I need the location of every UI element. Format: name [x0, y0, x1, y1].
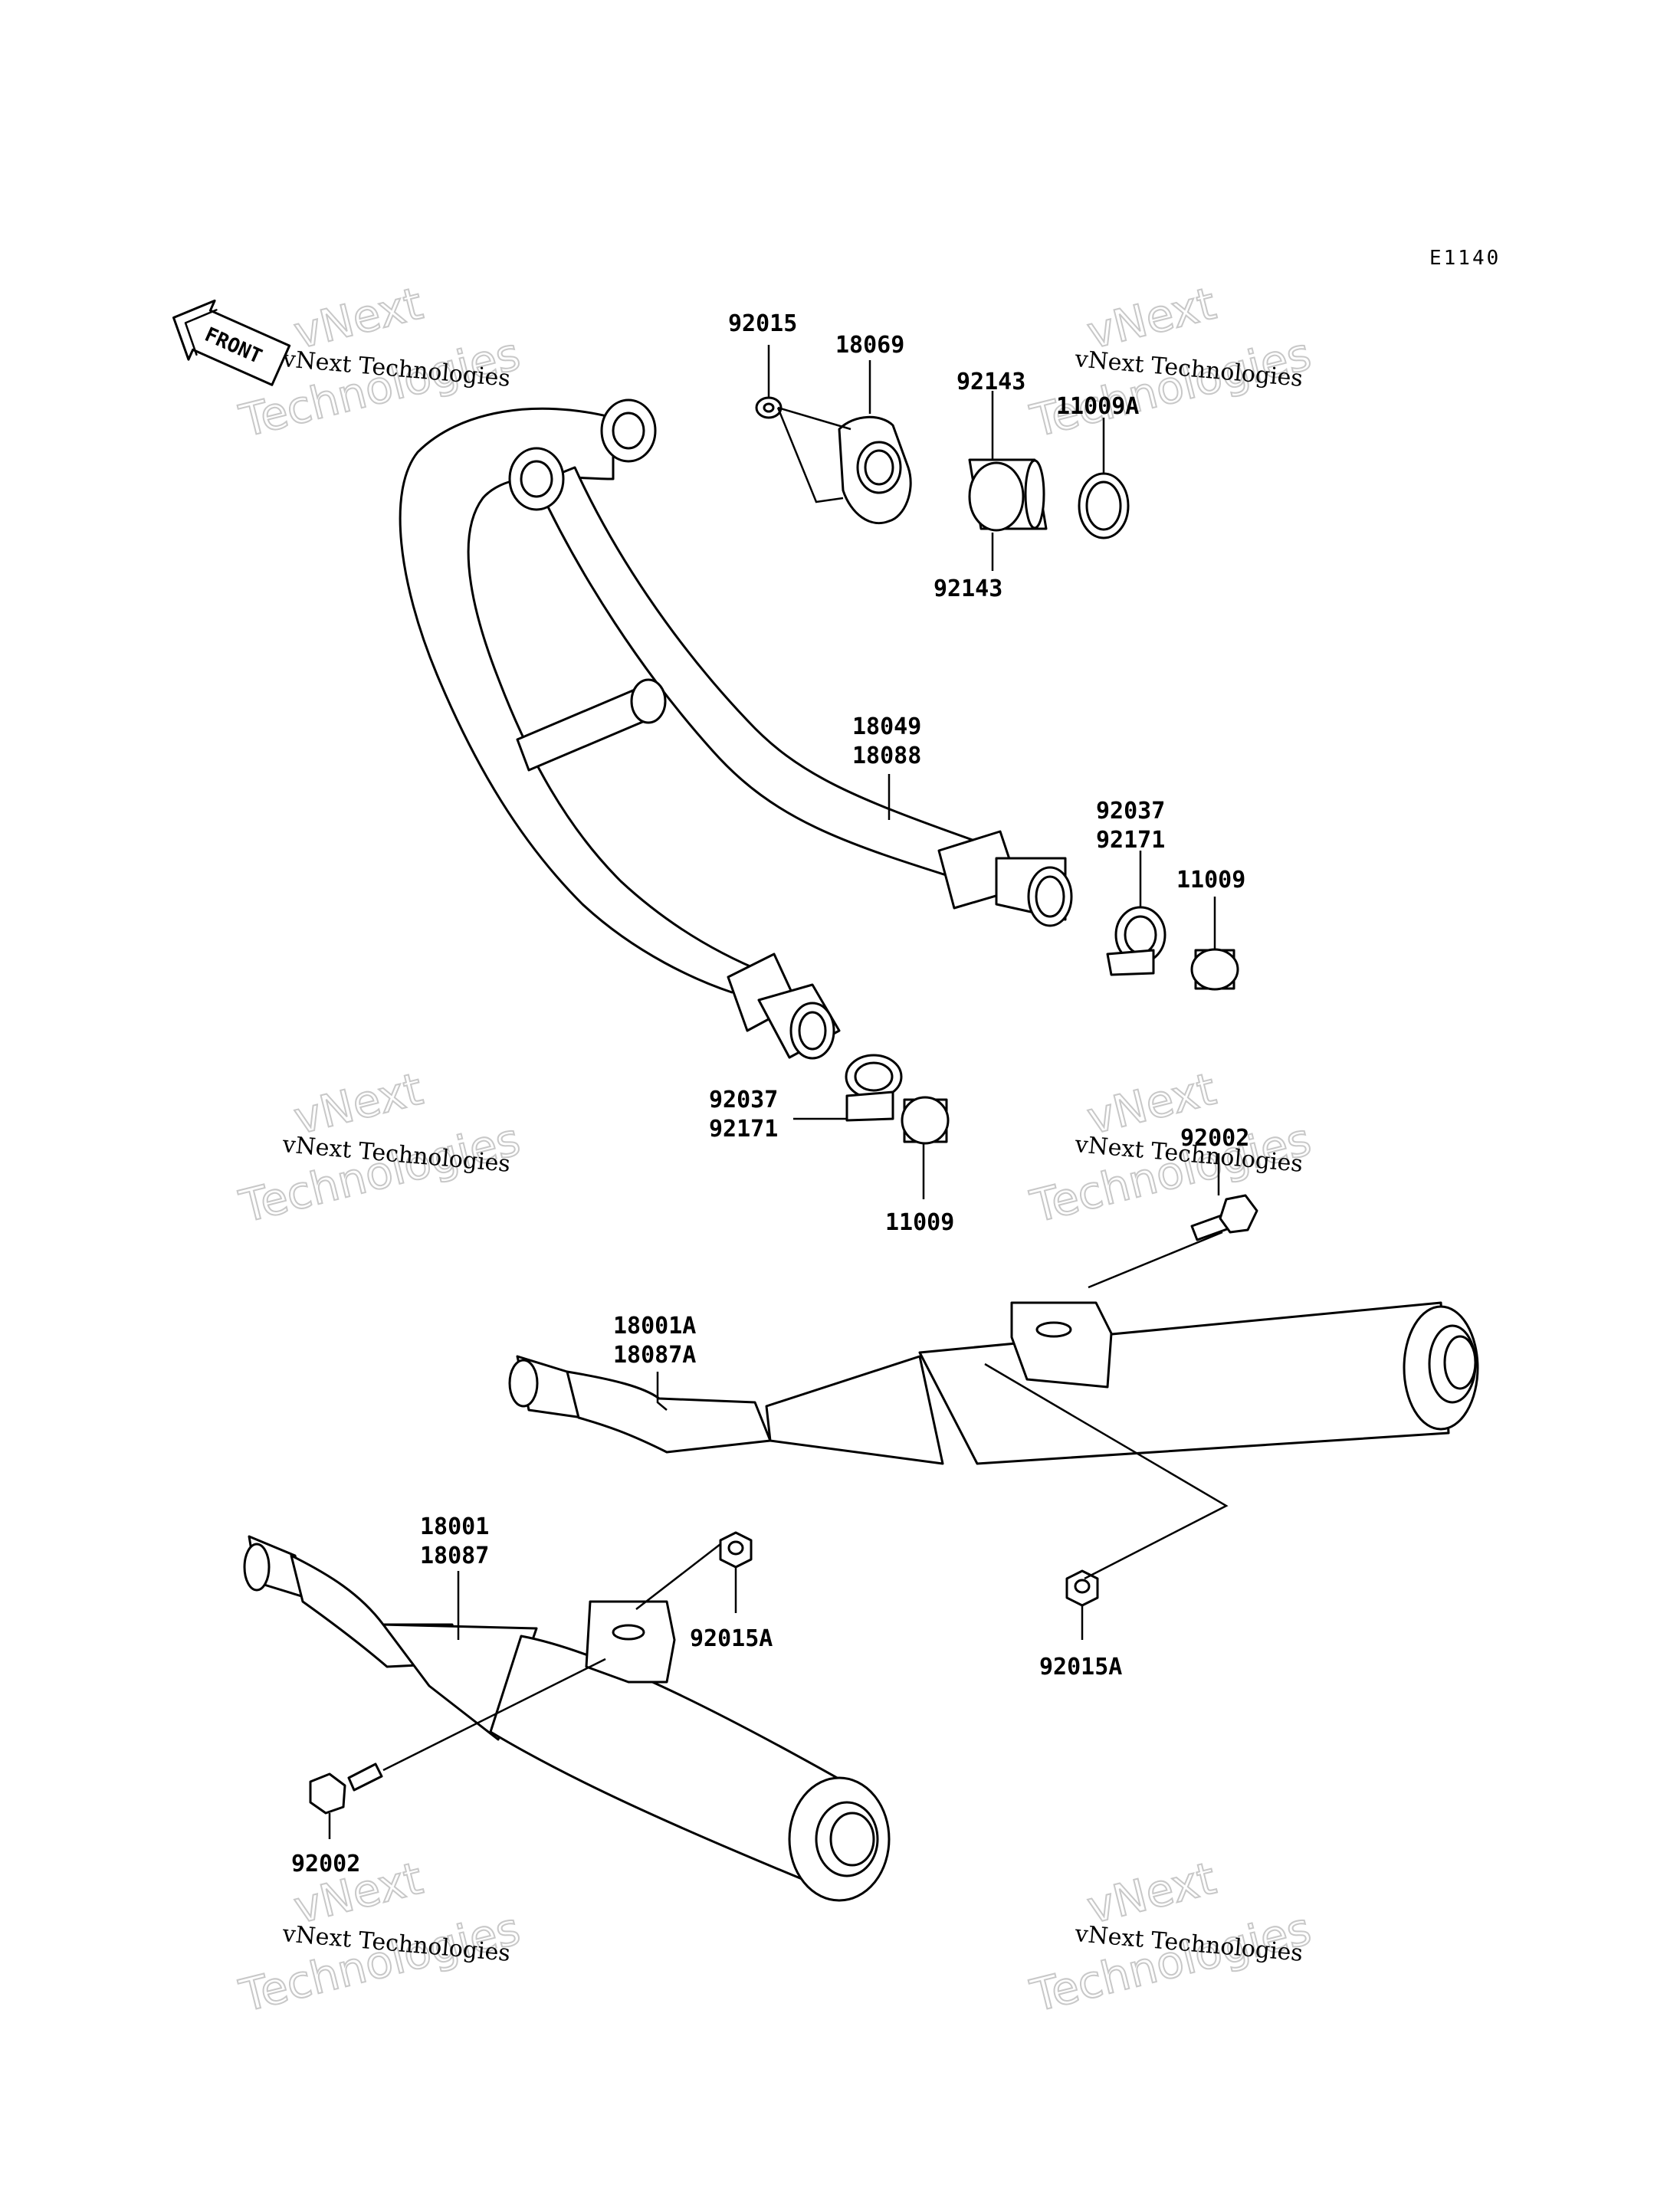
part-labels: 92015 18069 92143 11009A 92143 18049 180…	[291, 310, 1249, 1877]
label-18069: 18069	[835, 332, 904, 359]
bolt-92002-left-icon	[309, 1763, 383, 1815]
flange-18069-icon	[838, 415, 912, 525]
muffler-left-18001-icon	[243, 1535, 891, 1902]
label-92037-left: 92037	[709, 1087, 778, 1113]
nut-92015-icon	[755, 396, 783, 419]
label-92143-top: 92143	[956, 369, 1025, 395]
label-18001a: 18001A	[613, 1313, 696, 1340]
label-18087: 18087	[420, 1543, 489, 1569]
watermark-bottom-right: vNext Technologies vNext Technologies	[1025, 1851, 1317, 2023]
label-92002-left: 92002	[291, 1851, 360, 1877]
label-11009-right: 11009	[1176, 867, 1245, 894]
label-92015: 92015	[728, 310, 797, 337]
watermark-brand-top: vNext	[289, 277, 428, 359]
front-arrow-icon: FRONT	[172, 299, 291, 386]
label-92037-right: 92037	[1096, 798, 1165, 825]
ring-11009a-icon	[1078, 472, 1130, 539]
leader-lines	[328, 345, 1229, 1839]
clamp-92037-right-icon	[1106, 906, 1166, 976]
ring-11009-left-icon	[901, 1096, 950, 1145]
muffler-right-18001a-icon	[508, 1301, 1479, 1465]
label-18049: 18049	[852, 713, 921, 740]
watermark-mid-left: vNext Technologies vNext Technologies	[234, 1062, 526, 1234]
bolt-92002-right-icon	[1190, 1194, 1258, 1241]
label-18087a: 18087A	[613, 1342, 696, 1369]
label-18001: 18001	[420, 1513, 489, 1540]
label-11009a: 11009A	[1056, 393, 1139, 420]
label-92002-right: 92002	[1180, 1125, 1249, 1152]
watermark-brand-top: vNext	[1082, 277, 1221, 359]
watermark-top-right: vNext Technologies vNext Technologies	[1025, 277, 1317, 448]
exhaust-header-pipes	[399, 398, 1073, 1060]
nut-92015a-left-icon	[719, 1531, 753, 1569]
label-11009-left: 11009	[885, 1209, 954, 1236]
watermark-mid-right: vNext Technologies vNext Technologies	[1025, 1062, 1317, 1234]
label-92143-bottom: 92143	[934, 575, 1002, 602]
label-92171-right: 92171	[1096, 827, 1165, 854]
label-92015a-right: 92015A	[1039, 1654, 1122, 1681]
watermark-bottom-left: vNext Technologies vNext Technologies	[234, 1851, 526, 2023]
clamp-92037-left-icon	[845, 1054, 903, 1122]
label-92171-left: 92171	[709, 1116, 778, 1143]
ring-11009-right-icon	[1190, 948, 1239, 991]
diagram-code: E1140	[1429, 247, 1501, 270]
watermark-brand-top: vNext	[1082, 1852, 1221, 1934]
nut-92015a-right-icon	[1065, 1569, 1099, 1607]
label-18088: 18088	[852, 743, 921, 769]
watermark-brand-top: vNext	[289, 1063, 428, 1145]
gasket-92143-icon	[968, 458, 1048, 532]
label-92015a-left: 92015A	[690, 1625, 773, 1652]
